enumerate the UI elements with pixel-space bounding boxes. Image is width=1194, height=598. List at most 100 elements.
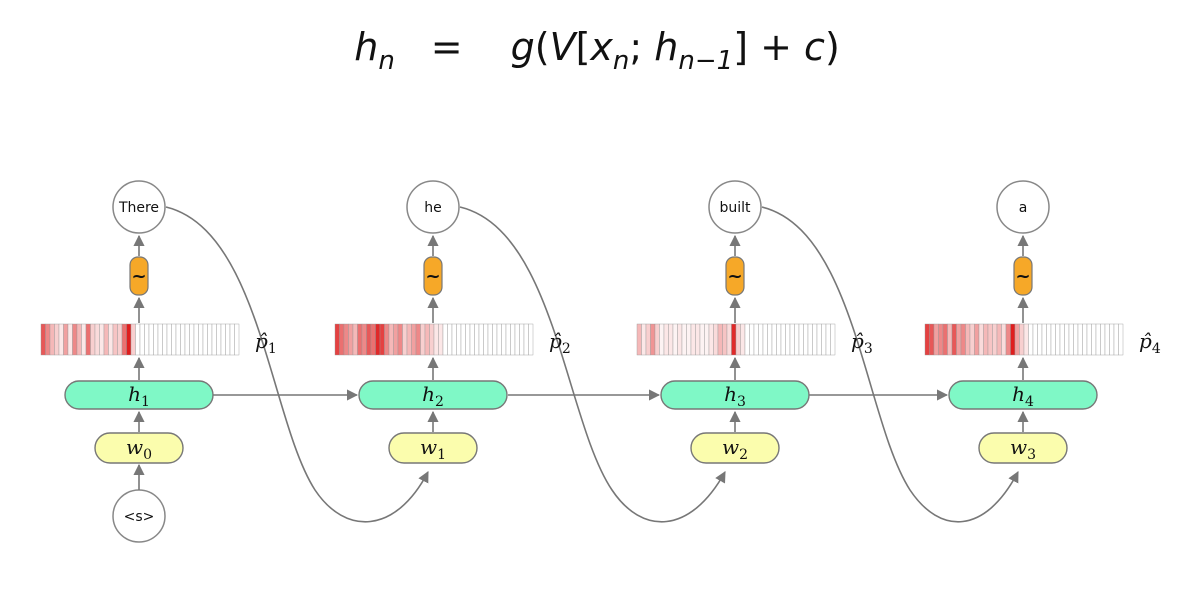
dist-cell [744,323,750,356]
dist-cell [162,323,168,356]
dist-cell [81,323,87,356]
dist-cell [415,323,421,356]
eq-rbrack: ] [733,25,748,69]
dist-cell [54,323,60,356]
probability-distribution [334,323,534,356]
input-word-subscript: 3 [1027,447,1036,463]
dist-cell [510,323,516,356]
sampler-tilde: ~ [1015,266,1030,287]
dist-cell [393,323,399,356]
dist-cell [1055,323,1061,356]
dist-cell [370,323,376,356]
output-word-node [708,180,762,234]
dist-cell [938,323,944,356]
dist-cell [1059,323,1065,356]
input-word-subscript: 1 [437,447,446,463]
dist-cell [798,323,804,356]
p-hat-symbol: p̂ [549,329,562,353]
dist-cell [1041,323,1047,356]
dist-cell [1113,323,1119,356]
dist-cell [1014,323,1020,356]
dist-cell [225,323,231,356]
feedback-curve-3 [761,206,1019,523]
dist-cell [1005,323,1011,356]
dist-cell [965,323,971,356]
dist-cell [352,323,358,356]
dist-cell [807,323,813,356]
hidden-state-subscript: 3 [737,394,746,410]
sampler-tilde: ~ [727,266,742,287]
p-hat-label: p̂2 [549,329,571,357]
sampler-node [725,256,745,296]
dist-cell [189,323,195,356]
dist-cell [947,323,953,356]
dist-cell [216,323,222,356]
dist-cell [442,323,448,356]
dist-cell [708,323,714,356]
dist-cell [139,323,145,356]
dist-cell [375,323,381,356]
hidden-state-symbol: h [1012,382,1025,406]
input-word-label: w0 [126,435,152,463]
dist-cell [762,323,768,356]
eq-x-sub: n [613,46,629,76]
dist-cell [1104,323,1110,356]
p-hat-symbol: p̂ [851,329,864,353]
dist-cell [672,323,678,356]
dist-cell [740,323,746,356]
dist-cell [735,323,741,356]
input-word-symbol: w [420,435,437,459]
dist-cell [1064,323,1070,356]
eq-lbrack: [ [576,25,591,69]
dist-cell [465,323,471,356]
eq-lhs-sub: n [378,46,394,76]
dist-cell [776,323,782,356]
eq-equals: = [431,25,463,69]
dist-cell [722,323,728,356]
hidden-state-label: h2 [422,382,444,410]
dist-cell [90,323,96,356]
hidden-state-subscript: 2 [435,394,444,410]
dist-cell [983,323,989,356]
input-word-node [690,432,780,464]
dist-cell [234,323,240,356]
input-word-subscript: 2 [739,447,748,463]
dist-cell [771,323,777,356]
dist-cell [785,323,791,356]
dist-cell [171,323,177,356]
dist-cell [58,323,64,356]
start-token-label: <s> [124,509,155,525]
dist-cell [357,323,363,356]
input-word-node [388,432,478,464]
dist-cell [411,323,417,356]
dist-cell [366,323,372,356]
eq-c: c [804,25,825,69]
dist-cell [668,323,674,356]
dist-cell [1019,323,1025,356]
p-hat-subscript: 2 [562,341,571,357]
dist-cell [112,323,118,356]
dist-cell [451,323,457,356]
dist-cell [528,323,534,356]
eq-semicolon: ; [629,25,654,69]
dist-cell [117,323,123,356]
dist-cell [126,323,132,356]
probability-distribution [636,323,836,356]
dist-cell [780,323,786,356]
dist-cell [749,323,755,356]
dist-cell [229,323,235,356]
dist-cell [690,323,696,356]
eq-h-sub: n−1 [678,46,733,76]
dist-cell [402,323,408,356]
dist-cell [153,323,159,356]
dist-cell [99,323,105,356]
dist-cell [1095,323,1101,356]
dist-cell [803,323,809,356]
time-steps: There~p̂1h1w0he~p̂2h2w1built~p̂3h3w2a~p̂… [40,180,1161,464]
eq-plus: + [748,25,804,69]
dist-cell [713,323,719,356]
